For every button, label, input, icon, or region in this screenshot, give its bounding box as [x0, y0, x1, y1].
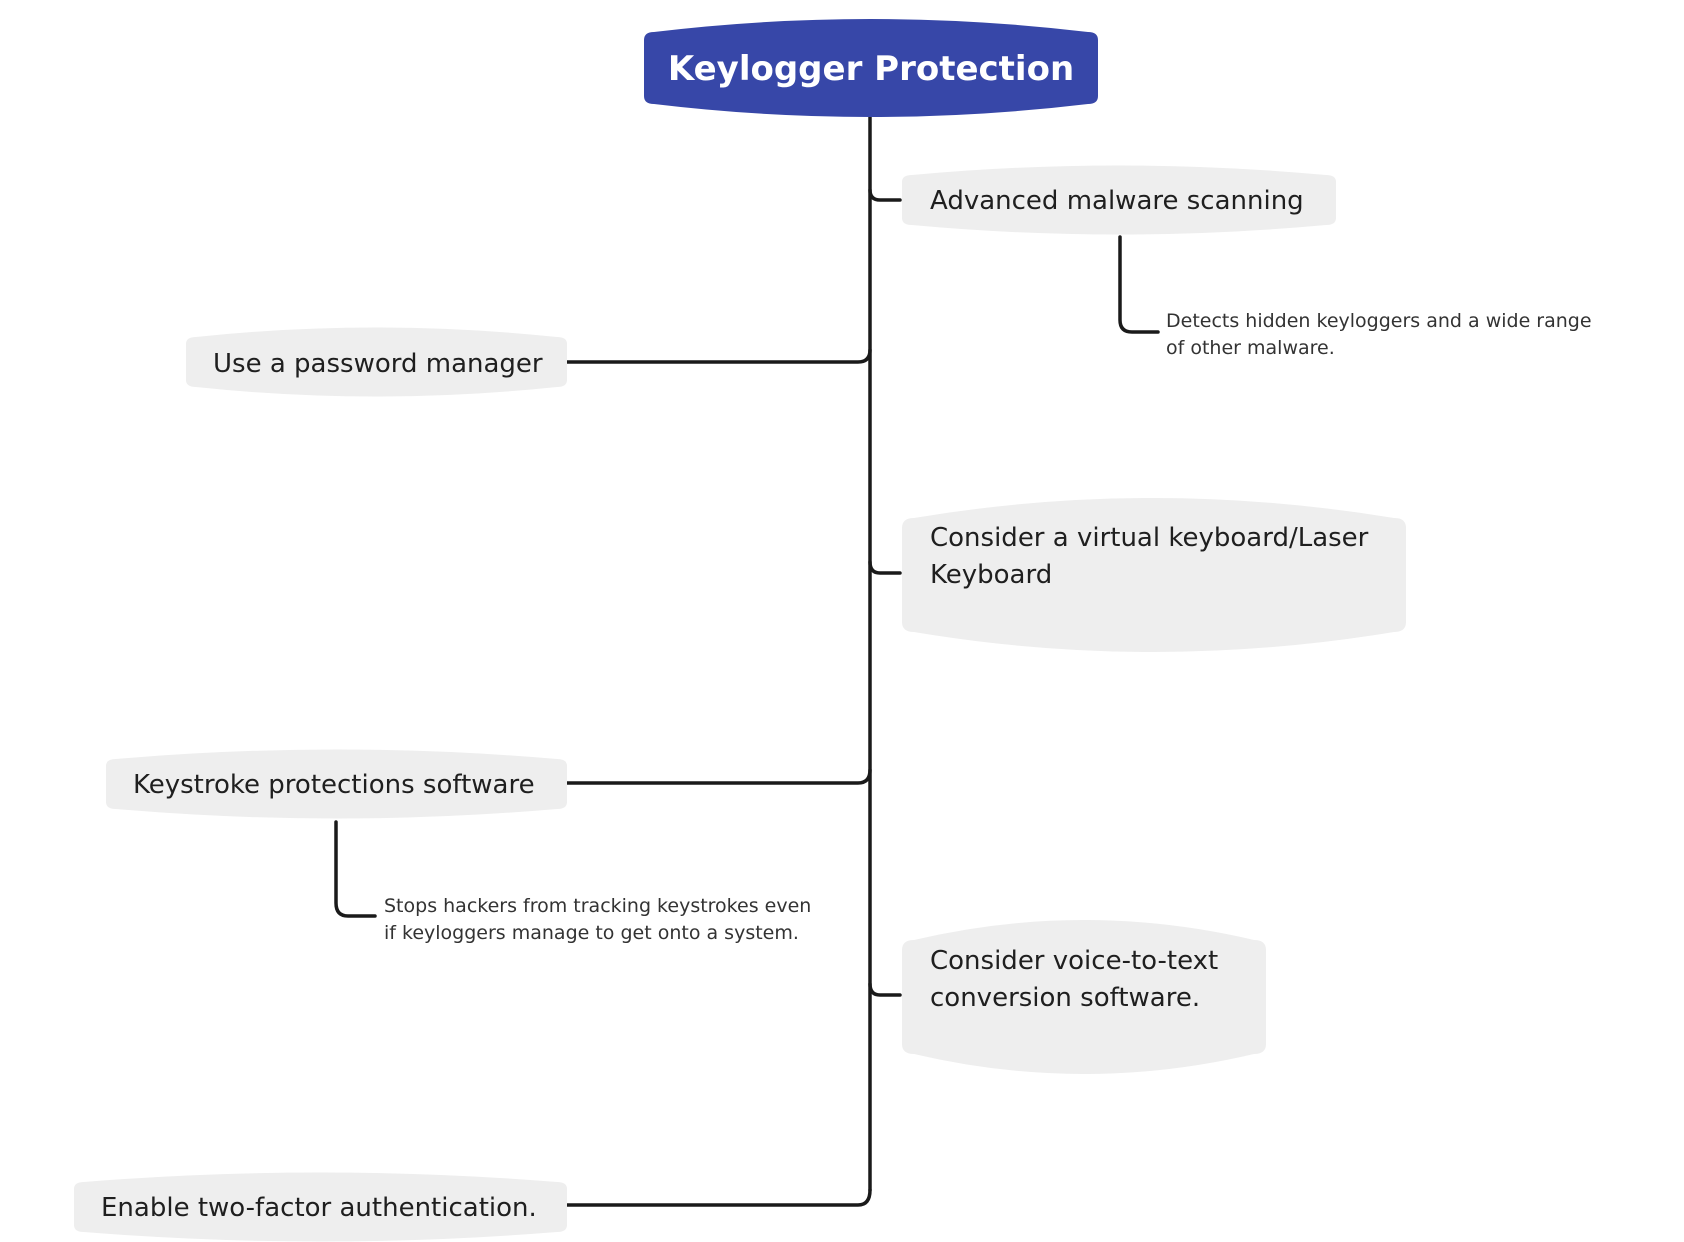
node-two-factor-shape — [74, 1172, 567, 1242]
node-password-manager-shape — [186, 327, 567, 397]
connector-note-malware — [1118, 235, 1160, 334]
connector-keystroke-software — [564, 768, 872, 785]
note-malware-scanning: Detects hidden keyloggers and a wide ran… — [1166, 310, 1592, 359]
root-node-shape — [644, 19, 1098, 117]
node-password-manager[interactable]: Use a password manager — [186, 327, 567, 397]
connector-virtual-keyboard — [868, 560, 902, 575]
connector-malware-scanning — [868, 188, 902, 202]
node-malware-scanning-label: Advanced malware scanning — [930, 186, 1304, 216]
note-malware-line1: Detects hidden keyloggers and a wide ran… — [1166, 310, 1592, 332]
node-voice-to-text-shape — [902, 920, 1266, 1074]
connectors — [334, 106, 1160, 1207]
note-malware-line2: of other malware. — [1166, 337, 1335, 359]
connector-voice-to-text — [868, 982, 902, 997]
node-malware-scanning[interactable]: Advanced malware scanning — [902, 165, 1336, 235]
node-keystroke-software-label: Keystroke protections software — [133, 770, 535, 800]
node-voice-to-text[interactable]: Consider voice-to-text conversion softwa… — [902, 920, 1266, 1074]
node-malware-scanning-shape — [902, 165, 1336, 235]
node-keystroke-software-shape — [106, 749, 567, 819]
node-virtual-keyboard-line2: Keyboard — [930, 560, 1052, 590]
node-voice-to-text-line2: conversion software. — [930, 983, 1200, 1013]
node-password-manager-label: Use a password manager — [213, 349, 543, 379]
node-two-factor[interactable]: Enable two-factor authentication. — [74, 1172, 567, 1242]
node-virtual-keyboard-line1: Consider a virtual keyboard/Laser — [930, 523, 1369, 553]
connector-note-keystroke — [334, 820, 377, 918]
note-keystroke-line2: if keyloggers manage to get onto a syste… — [384, 922, 799, 944]
node-two-factor-label: Enable two-factor authentication. — [101, 1193, 537, 1223]
root-title: Keylogger Protection — [668, 49, 1074, 89]
node-keystroke-software[interactable]: Keystroke protections software — [106, 749, 567, 819]
note-keystroke-software: Stops hackers from tracking keystrokes e… — [384, 895, 811, 944]
note-keystroke-line1: Stops hackers from tracking keystrokes e… — [384, 895, 811, 917]
root-node[interactable]: Keylogger Protection — [644, 19, 1098, 117]
connector-two-factor — [564, 1188, 872, 1207]
node-virtual-keyboard[interactable]: Consider a virtual keyboard/Laser Keyboa… — [902, 498, 1406, 652]
connector-password-manager — [564, 348, 872, 364]
node-virtual-keyboard-shape — [902, 498, 1406, 652]
node-voice-to-text-line1: Consider voice-to-text — [930, 946, 1218, 976]
